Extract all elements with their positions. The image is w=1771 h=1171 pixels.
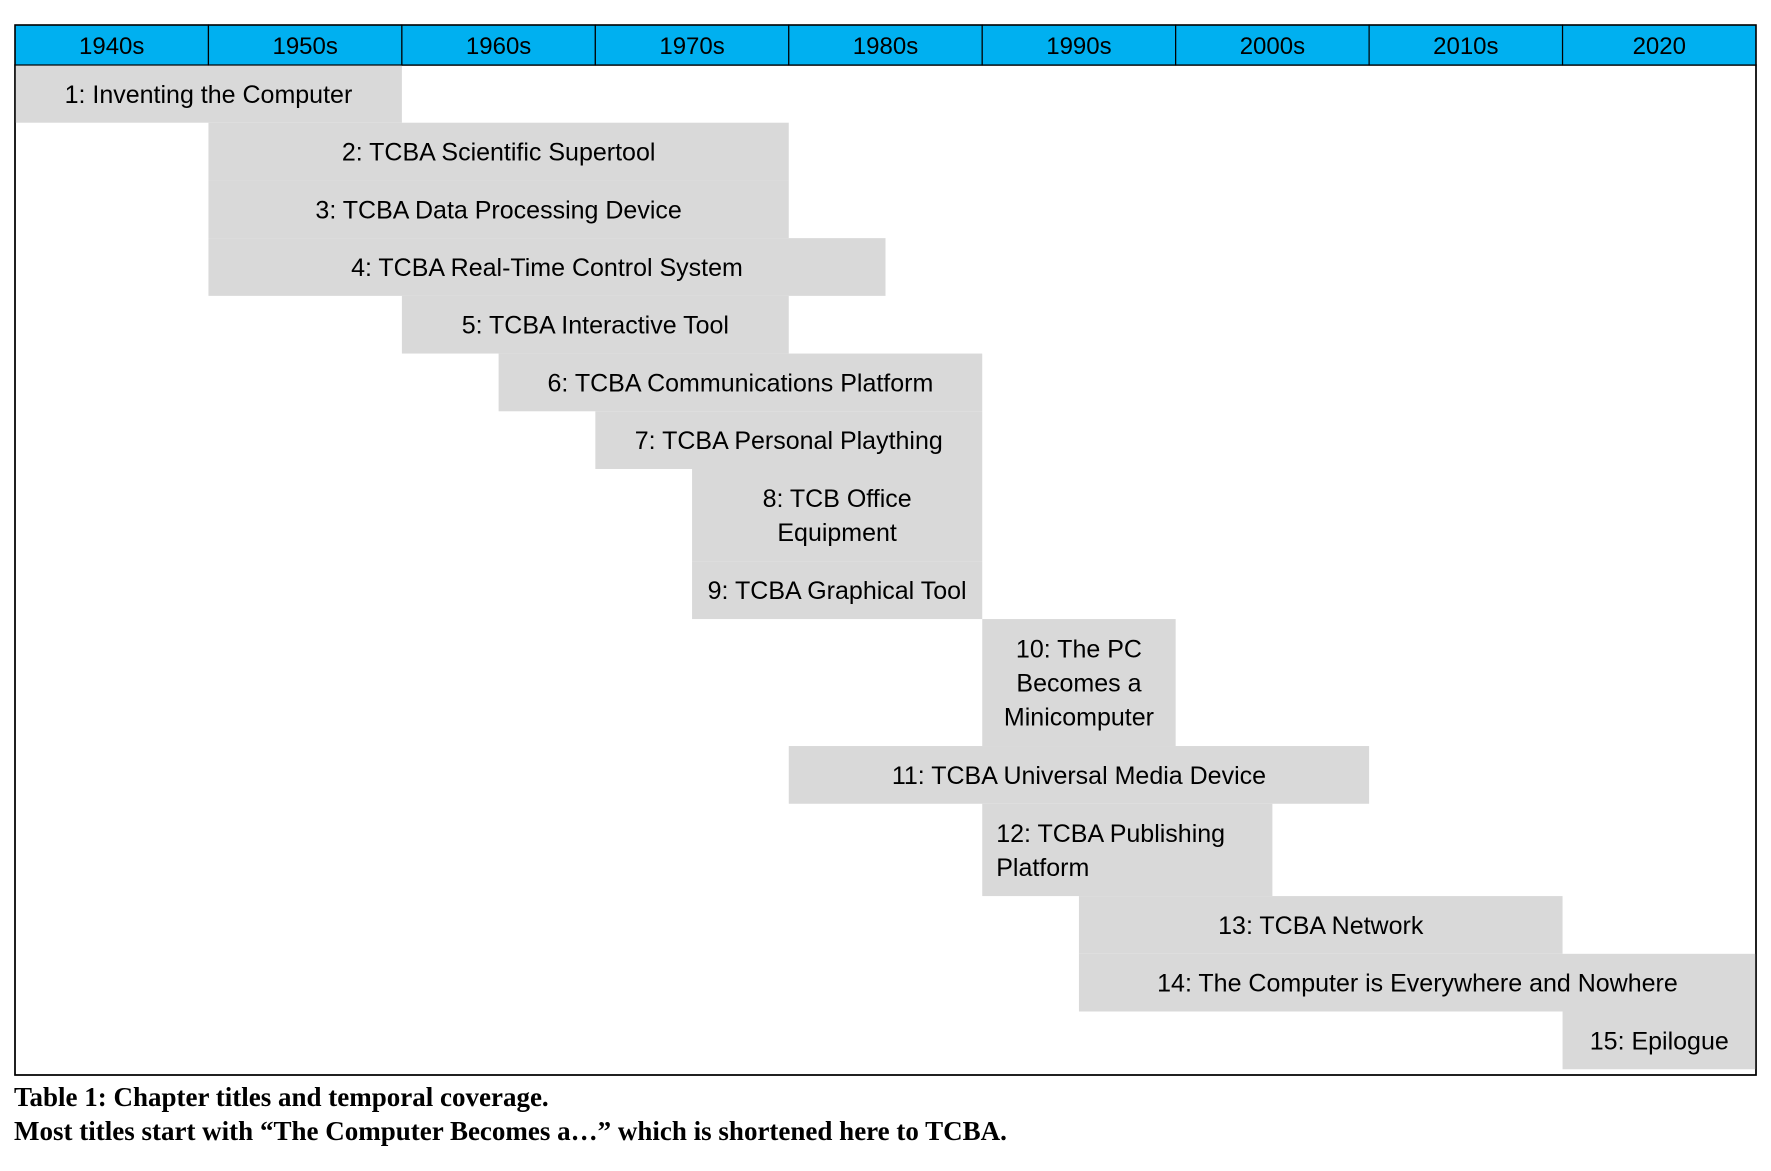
chapter-bar: 14: The Computer is Everywhere and Nowhe…	[1078, 953, 1756, 1012]
decade-cell	[1561, 24, 1757, 66]
chapter-bar: 4: TCBA Real-Time Control System	[208, 238, 886, 296]
decade-cell	[207, 24, 403, 66]
chapter-title: Minicomputer	[1004, 704, 1154, 732]
chapter-span	[208, 180, 789, 239]
table-frame	[14, 24, 1757, 1076]
chapter-bar: 1: Inventing the Computer	[15, 65, 402, 123]
chapter-bar: 5: TCBA Interactive Tool	[401, 295, 789, 354]
chapter-title: 7: TCBA Personal Plaything	[635, 427, 943, 455]
chapter-bar: 9: TCBA Graphical Tool	[692, 561, 983, 620]
chapter-title: 6: TCBA Communications Platform	[548, 369, 934, 397]
chapter-bar: 3: TCBA Data Processing Device	[208, 180, 789, 239]
chapter-span	[788, 746, 1370, 804]
chapter-title: 3: TCBA Data Processing Device	[315, 196, 681, 224]
decade-label: 2010s	[1433, 33, 1498, 60]
chapter-title: 11: TCBA Universal Media Device	[892, 762, 1266, 790]
chapter-span	[15, 65, 402, 123]
chapter-bar: 7: TCBA Personal Plaything	[595, 411, 983, 469]
decade-header: 1940s 1950s 1960s 1970s 1980s 1990s 2000s 2010s…	[14, 24, 1757, 66]
chapter-title: Platform	[996, 854, 1089, 882]
decade-label: 2000s	[1240, 33, 1305, 60]
chapter-title: 15: Epilogue	[1590, 1027, 1729, 1055]
chapter-span	[208, 238, 886, 296]
decade-cell	[1175, 24, 1370, 66]
chapter-bar: 6: TCBA Communications Platform	[498, 353, 983, 412]
chapter-bar: 2: TCBA Scientific Supertool	[208, 122, 789, 181]
chapter-bar: 11: TCBA Universal Media Device	[788, 746, 1370, 804]
decade-label: 1990s	[1046, 33, 1111, 60]
chapter-title: 5: TCBA Interactive Tool	[462, 312, 729, 340]
chapter-span	[498, 353, 983, 412]
decade-label: 1980s	[853, 33, 918, 60]
chapter-title: 2: TCBA Scientific Supertool	[342, 139, 656, 167]
chapter-bar: 10: The PC Becomes a Minicomputer	[982, 619, 1176, 747]
decade-cell	[788, 24, 983, 66]
decade-label: 2020	[1633, 33, 1686, 60]
decade-label: 1950s	[272, 33, 337, 60]
chapter-bar: 15: Epilogue	[1562, 1011, 1756, 1070]
chapter-title: 12: TCBA Publishing	[996, 820, 1225, 848]
chapter-span	[692, 469, 983, 562]
caption-title: Table 1: Chapter titles and temporal cov…	[14, 1082, 549, 1112]
chapter-span	[208, 122, 789, 181]
decade-label: 1940s	[79, 33, 144, 60]
chapter-span	[692, 561, 983, 620]
chapter-span	[595, 411, 983, 469]
chapter-title: 10: The PC	[1016, 636, 1142, 664]
chapter-span	[982, 619, 1176, 747]
chapter-bar: 13: TCBA Network	[1078, 896, 1563, 954]
chapter-title: Becomes a	[1016, 670, 1141, 698]
chapter-span	[1078, 953, 1756, 1012]
chapter-title: 13: TCBA Network	[1218, 912, 1424, 940]
chapter-span	[401, 295, 789, 354]
caption-note: Most titles start with “The Computer Bec…	[14, 1116, 1007, 1146]
table-caption: Table 1: Chapter titles and temporal cov…	[14, 1080, 1714, 1148]
decade-label: 1960s	[466, 33, 531, 60]
chapter-title: 9: TCBA Graphical Tool	[708, 577, 967, 605]
chapter-bars: 1: Inventing the Computer 2: TCBA Scienti…	[15, 65, 1756, 1070]
decade-label: 1970s	[659, 33, 724, 60]
chapter-title: 1: Inventing the Computer	[65, 81, 353, 109]
chapter-span	[982, 803, 1273, 897]
chapter-title: Equipment	[777, 519, 897, 547]
chapter-span	[1078, 896, 1563, 954]
chapter-span	[1562, 1011, 1756, 1070]
chapter-title: 8: TCB Office	[763, 485, 912, 513]
chapter-title: 4: TCBA Real-Time Control System	[351, 254, 743, 282]
chapter-title: 14: The Computer is Everywhere and Nowhe…	[1157, 970, 1678, 998]
decade-cell	[401, 24, 596, 66]
